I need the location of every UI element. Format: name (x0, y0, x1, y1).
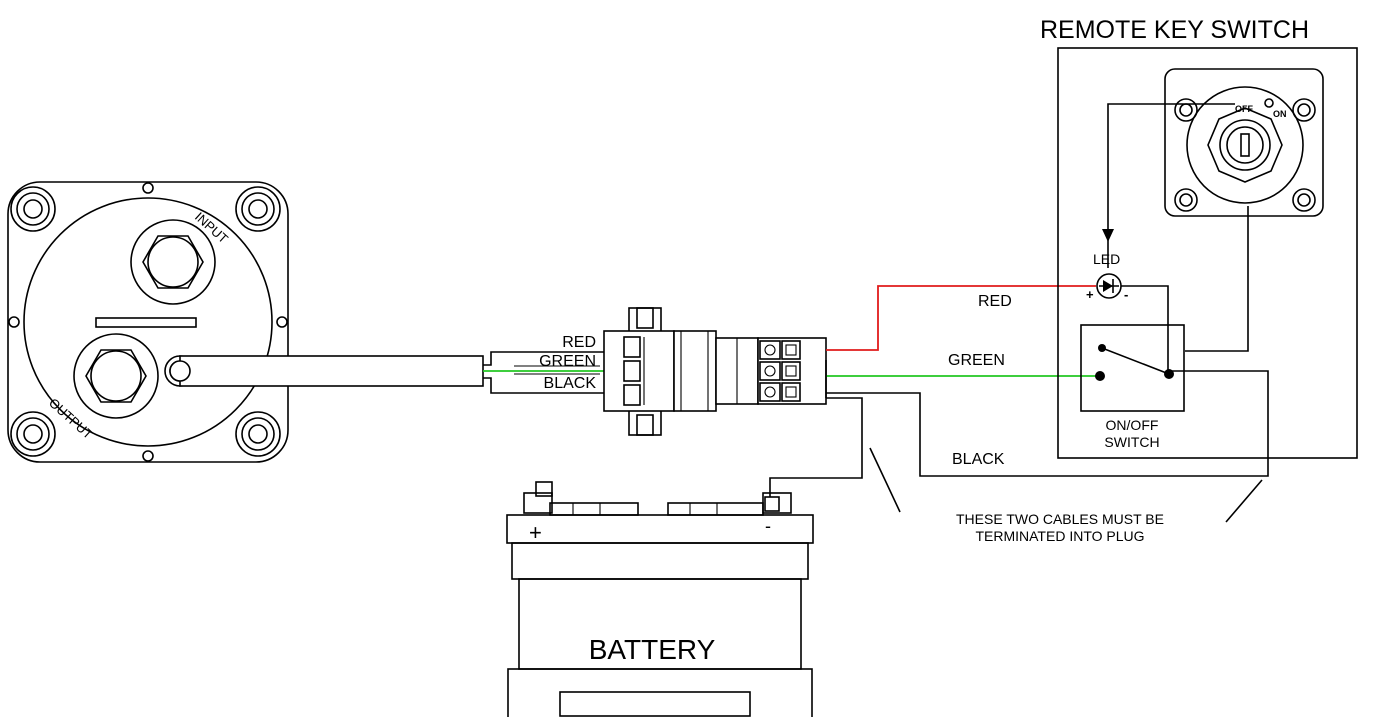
mount-bolt (10, 411, 56, 457)
remote-panel (1057, 47, 1358, 459)
switch-slot (95, 317, 197, 328)
key-off-label: OFF (1235, 104, 1253, 114)
input-terminal (130, 219, 216, 305)
wire-label-red: RED (978, 293, 1012, 310)
red-wire (826, 285, 1096, 351)
key-switch-lead (1185, 206, 1249, 352)
on-off-switch-label-line2: SWITCH (1104, 434, 1159, 450)
black-wire (826, 370, 1269, 477)
key-switch: OFF ON (1164, 68, 1324, 217)
black-wire-plug-side (483, 377, 606, 394)
led-minus-label: - (1124, 287, 1128, 302)
on-off-switch-label-line1: ON/OFF (1106, 417, 1159, 433)
battery: + - BATTERY (506, 481, 814, 717)
led-return-lead (1121, 285, 1169, 372)
battery-disconnect-switch: INPUT OUTPUT (7, 181, 289, 463)
led-label: LED (1093, 251, 1120, 267)
harness-label-red: RED (562, 334, 596, 351)
led: LED + - (1086, 251, 1128, 302)
led-plus-label: + (1086, 287, 1094, 302)
switch-face (23, 197, 273, 447)
note-line-1: THESE TWO CABLES MUST BE (956, 511, 1164, 527)
led-lead (1107, 103, 1235, 268)
harness-label-black: BLACK (544, 375, 597, 392)
switch-housing (7, 181, 289, 463)
mount-bolt (10, 186, 56, 232)
harness-label-green: GREEN (539, 353, 596, 370)
battery-label: BATTERY (589, 634, 716, 665)
battery-minus-label: - (765, 516, 771, 536)
key-on-label: ON (1273, 109, 1287, 119)
note-leader-right (1225, 479, 1263, 523)
note-line-2: TERMINATED INTO PLUG (975, 528, 1144, 544)
mount-bolt (235, 411, 281, 457)
red-wire-plug-side (483, 351, 606, 366)
battery-plus-label: + (529, 520, 542, 545)
mount-bolt (235, 186, 281, 232)
battery-negative-cable (769, 397, 863, 497)
note-leader-left (869, 447, 901, 513)
output-terminal (73, 333, 159, 419)
remote-key-switch-title: REMOTE KEY SWITCH (1040, 16, 1309, 44)
led-arrow (1102, 229, 1114, 242)
output-label: OUTPUT (46, 395, 96, 442)
wire-label-black: BLACK (952, 451, 1005, 468)
plug-connector (603, 307, 827, 436)
harness-cable (179, 355, 484, 387)
on-off-switch: ON/OFF SWITCH (1080, 324, 1185, 450)
wire-label-green: GREEN (948, 352, 1005, 369)
